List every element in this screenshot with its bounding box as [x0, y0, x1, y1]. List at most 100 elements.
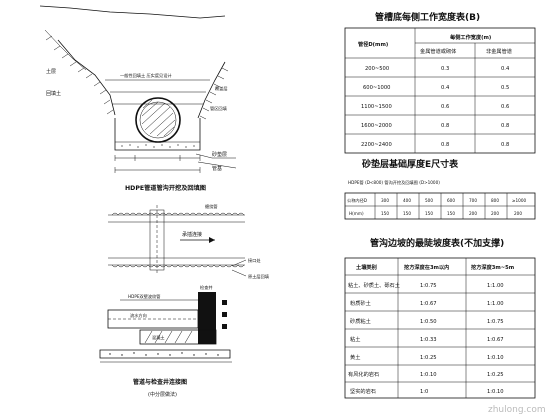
- sand-diameter: 800: [491, 198, 499, 203]
- concrete-collar: [139, 329, 217, 345]
- slope-soil: 黄土: [350, 353, 360, 361]
- dimension-line: [114, 155, 201, 161]
- pipe-leader-2: [231, 269, 247, 277]
- base-slab: [99, 349, 231, 359]
- sand-diameter: 400: [403, 198, 411, 203]
- manhole-subtitle: (中分层做法): [148, 391, 177, 398]
- sand-table-subtitle: HDPE管 (D<800) 管沟开挖及回填图 (D>1000): [348, 179, 440, 186]
- trench-bottom: [114, 118, 201, 151]
- pipe-inner: [139, 101, 177, 139]
- sand-table-title: 砂垫层基础厚度E尺寸表: [362, 158, 459, 170]
- col-nonmetal: 非金属管道: [486, 47, 512, 55]
- label-pipe: HDPE双壁波纹管: [128, 293, 160, 300]
- width-row-d: 600~1000: [363, 85, 390, 91]
- corrugation-bottom: [111, 264, 245, 268]
- col-group: 每侧工作宽度(m): [450, 33, 491, 41]
- sand-thickness: 150: [403, 211, 411, 216]
- width-row-nonmetal: 0.4: [501, 66, 510, 72]
- marker-3: [222, 324, 227, 329]
- slope-b: 1:0.67: [487, 337, 504, 343]
- col-under3: 挖方深度在3m以内: [404, 263, 449, 271]
- dimension-line-2: [114, 167, 201, 173]
- sand-diameter: 700: [469, 198, 477, 203]
- width-row-nonmetal: 0.6: [501, 104, 509, 110]
- slope-a: 1:0.75: [420, 283, 437, 289]
- sand-thickness: 200: [469, 211, 477, 216]
- slope-a: 1:0.10: [420, 372, 437, 378]
- slope-table-title: 管沟边坡的最陡坡度表(不加支撑): [370, 237, 504, 249]
- width-row-metal: 0.8: [441, 123, 449, 129]
- sand-thickness: 150: [381, 211, 389, 216]
- right-slope: [197, 61, 226, 119]
- width-row-nonmetal: 0.8: [501, 123, 509, 129]
- slope-a: 1:0.67: [420, 301, 437, 307]
- pipe-side-view: 承插连接 缠绕管 接口处 原土层回填: [108, 203, 269, 280]
- width-row-d: 2200~2400: [361, 142, 392, 148]
- sand-diameter: ≥1000: [512, 198, 527, 203]
- sand-row1-label: 公称内径D: [347, 197, 367, 204]
- width-row-metal: 0.8: [441, 142, 449, 148]
- col-metal: 金属管道或砌体: [420, 47, 457, 55]
- label-ground: 土层: [46, 68, 56, 75]
- width-table-frame: [344, 27, 536, 154]
- bedding-dots: [121, 144, 195, 148]
- sand-diameter: 300: [381, 198, 389, 203]
- left-slope-hatch: [45, 35, 114, 115]
- label-sand: 砂垫层: [212, 151, 227, 158]
- pipe-label-bottom: 原土层回填: [248, 273, 269, 280]
- slope-a: 1:0.33: [420, 337, 437, 343]
- sand-diameter: 600: [447, 198, 455, 203]
- pipe-label-right: 接口处: [248, 257, 261, 264]
- slope-a: 1:0.50: [420, 319, 437, 325]
- flow-arrow-head: [209, 237, 215, 243]
- col-soil: 土壤类别: [356, 263, 377, 271]
- slope-table-frame: [344, 257, 536, 399]
- label-cap: 覆盖层: [215, 85, 228, 92]
- slope-b: 1:0.10: [487, 355, 504, 361]
- marker-2: [222, 312, 227, 317]
- label-well: 检查井: [200, 284, 213, 291]
- slope-soil: 粘土: [350, 335, 360, 343]
- width-row-d: 200~500: [365, 66, 389, 72]
- slope-a: 1:0: [420, 389, 428, 395]
- slope-soil: 粘土、砂质土、砾石土: [348, 281, 400, 289]
- left-slope: [57, 39, 116, 116]
- trench-title: HDPE管道管沟开挖及回填图: [125, 184, 206, 192]
- width-table: 管槽底每侧工作宽度表(B) 管径D(mm) 每侧工作宽度(m) 金属管道或砌体 …: [344, 11, 536, 154]
- label-concrete: 混凝土: [152, 334, 165, 341]
- label-flow: 流水方向: [130, 312, 147, 319]
- slope-b: 1:0.75: [487, 319, 504, 325]
- concrete-hatch: [144, 330, 193, 344]
- trench-section: 土层 回填土 一般性回填土 压实度见设计 覆盖层 管区回填 砂垫层 管基 HDP…: [39, 5, 237, 192]
- leader-sand: [195, 153, 236, 159]
- width-row-d: 1100~1500: [361, 104, 392, 110]
- ground-line: [39, 5, 226, 19]
- marker-1: [222, 300, 227, 305]
- slope-b: 1:0.10: [487, 389, 504, 395]
- label-pipe-zone: 管区回填: [210, 105, 227, 112]
- manhole-detail: HDPE双壁波纹管 检查井 混凝土 流水方向 管道与检查井连接图 (中分层做法): [99, 284, 232, 398]
- leader-bed: [197, 161, 237, 169]
- pipe-leader-1: [231, 259, 247, 267]
- sand-table: 砂垫层基础厚度E尺寸表 HDPE管 (D<800) 管沟开挖及回填图 (D>10…: [344, 158, 536, 220]
- pipe-label-mid: 承插连接: [182, 231, 202, 238]
- slope-b: 1:0.25: [487, 372, 504, 378]
- width-row-metal: 0.4: [441, 85, 450, 91]
- label-fill: 回填土: [46, 90, 61, 97]
- sand-thickness: 200: [514, 211, 522, 216]
- label-backfill: 一般性回填土 压实度见设计: [120, 72, 172, 79]
- manhole-title: 管道与检查井连接图: [133, 378, 187, 386]
- width-row-metal: 0.6: [441, 104, 449, 110]
- col-diameter: 管径D(mm): [358, 40, 388, 48]
- width-row-d: 1600~2000: [361, 123, 392, 129]
- sand-diameter: 500: [425, 198, 433, 203]
- pipe-label-top: 缠绕管: [205, 203, 218, 210]
- width-table-title: 管槽底每侧工作宽度表(B): [375, 11, 480, 23]
- sand-thickness: 200: [491, 211, 499, 216]
- base-dots: [109, 352, 219, 356]
- well-wall: [198, 292, 216, 344]
- sand-thickness: 150: [425, 211, 433, 216]
- slope-soil: 砂质粘土: [350, 317, 371, 325]
- watermark-text: zhulong.com: [488, 405, 546, 415]
